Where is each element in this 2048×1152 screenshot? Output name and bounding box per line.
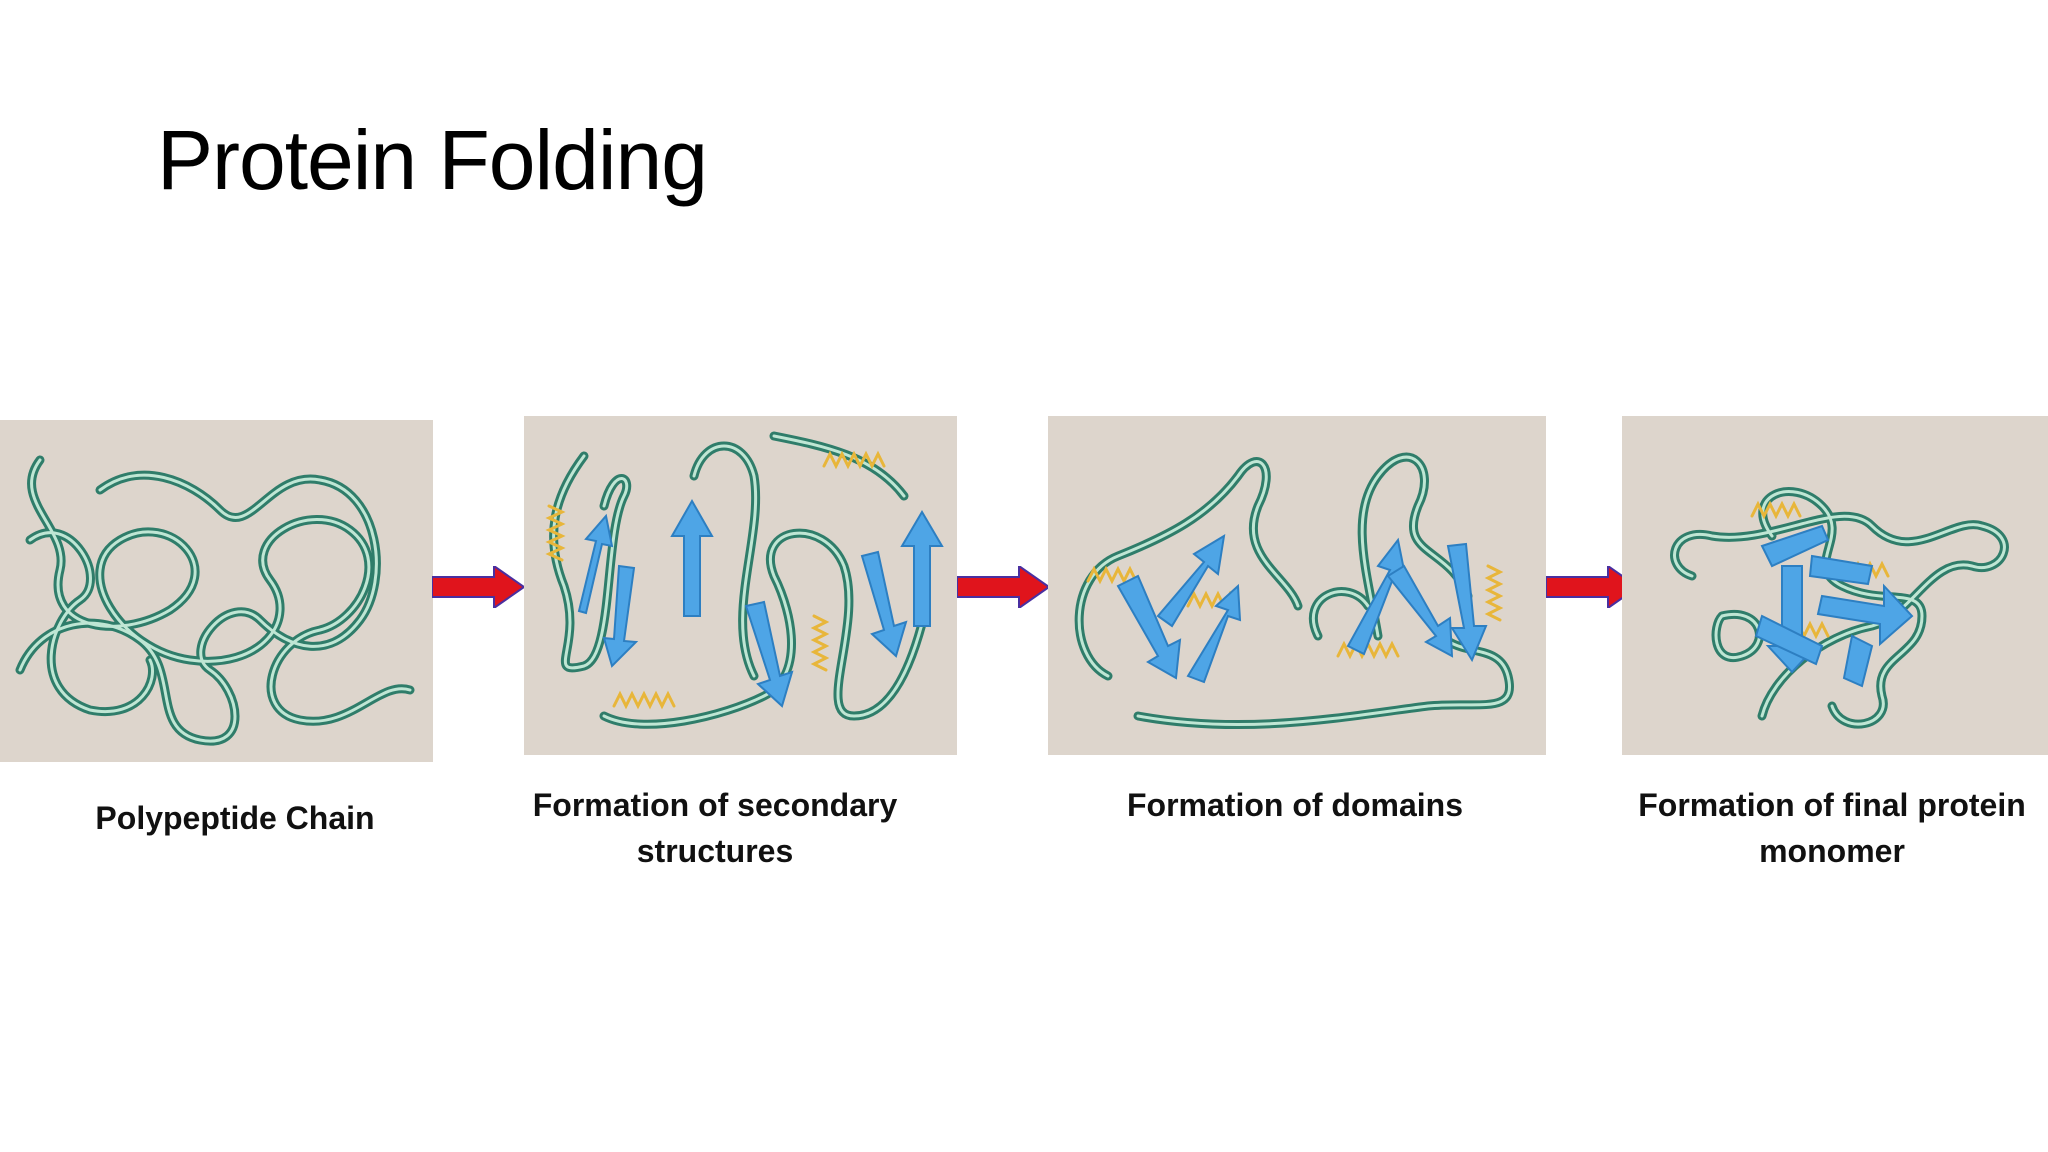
right-arrow-icon	[432, 566, 524, 608]
final-protein-monomer-image	[1622, 416, 2048, 755]
stage-caption-secondary-structures: Formation of secondary structures	[532, 787, 898, 869]
slide-title: Protein Folding	[157, 113, 708, 207]
stage-caption-polypeptide-chain: Polypeptide Chain	[95, 800, 375, 836]
polypeptide-chain-image	[0, 420, 433, 762]
right-arrow-icon	[957, 566, 1049, 608]
stage-caption-final-monomer: Formation of final protein monomer	[1638, 787, 2026, 869]
stage-caption-domains: Formation of domains	[1127, 787, 1463, 823]
domains-image	[1048, 416, 1546, 755]
secondary-structures-image	[524, 416, 957, 755]
